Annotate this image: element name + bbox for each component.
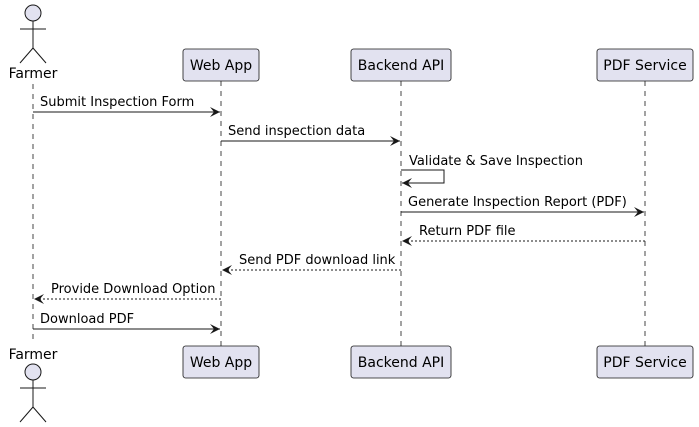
self-arrow — [401, 169, 445, 188]
participant-box — [182, 345, 260, 379]
participant-box — [350, 48, 452, 82]
actor-label: Farmer — [9, 66, 58, 82]
message-label: Download PDF — [40, 312, 134, 327]
actor-farmer-top: Farmer — [9, 4, 58, 82]
participant-label: Web App — [190, 355, 252, 371]
participant-label: PDF Service — [603, 355, 686, 371]
message-label: Provide Download Option — [51, 282, 215, 297]
message-8: Download PDF — [33, 312, 220, 334]
message-3: Validate & Save Inspection — [401, 154, 583, 188]
participant-pdf-bottom: PDF Service — [596, 345, 694, 379]
participant-label: Web App — [190, 58, 252, 74]
participant-label: PDF Service — [603, 58, 686, 74]
actor-label: Farmer — [9, 347, 58, 363]
participant-webapp-top: Web App — [182, 48, 260, 82]
message-7: Provide Download Option — [34, 282, 221, 304]
actor-figure-icon — [24, 363, 42, 381]
message-label: Send PDF download link — [239, 253, 396, 268]
message-label: Return PDF file — [419, 224, 516, 239]
participant-box — [596, 48, 694, 82]
participant-label: Backend API — [358, 355, 444, 371]
message-1: Submit Inspection Form — [33, 95, 220, 117]
participant-webapp-bottom: Web App — [182, 345, 260, 379]
message-label: Send inspection data — [228, 124, 365, 139]
participant-box — [350, 345, 452, 379]
participant-box — [182, 48, 260, 82]
message-6: Send PDF download link — [222, 253, 401, 275]
message-label: Generate Inspection Report (PDF) — [408, 195, 627, 210]
actor-figure-icon — [24, 4, 42, 22]
message-label: Validate & Save Inspection — [409, 154, 583, 169]
message-label: Submit Inspection Form — [40, 95, 194, 110]
participant-label: Backend API — [358, 58, 444, 74]
message-2: Send inspection data — [221, 124, 400, 146]
message-5: Return PDF file — [402, 224, 645, 246]
participant-backend-top: Backend API — [350, 48, 452, 82]
participant-box — [596, 345, 694, 379]
participant-pdf-top: PDF Service — [596, 48, 694, 82]
message-4: Generate Inspection Report (PDF) — [401, 195, 644, 217]
actor-farmer-bottom: Farmer — [9, 347, 58, 423]
participant-backend-bottom: Backend API — [350, 345, 452, 379]
